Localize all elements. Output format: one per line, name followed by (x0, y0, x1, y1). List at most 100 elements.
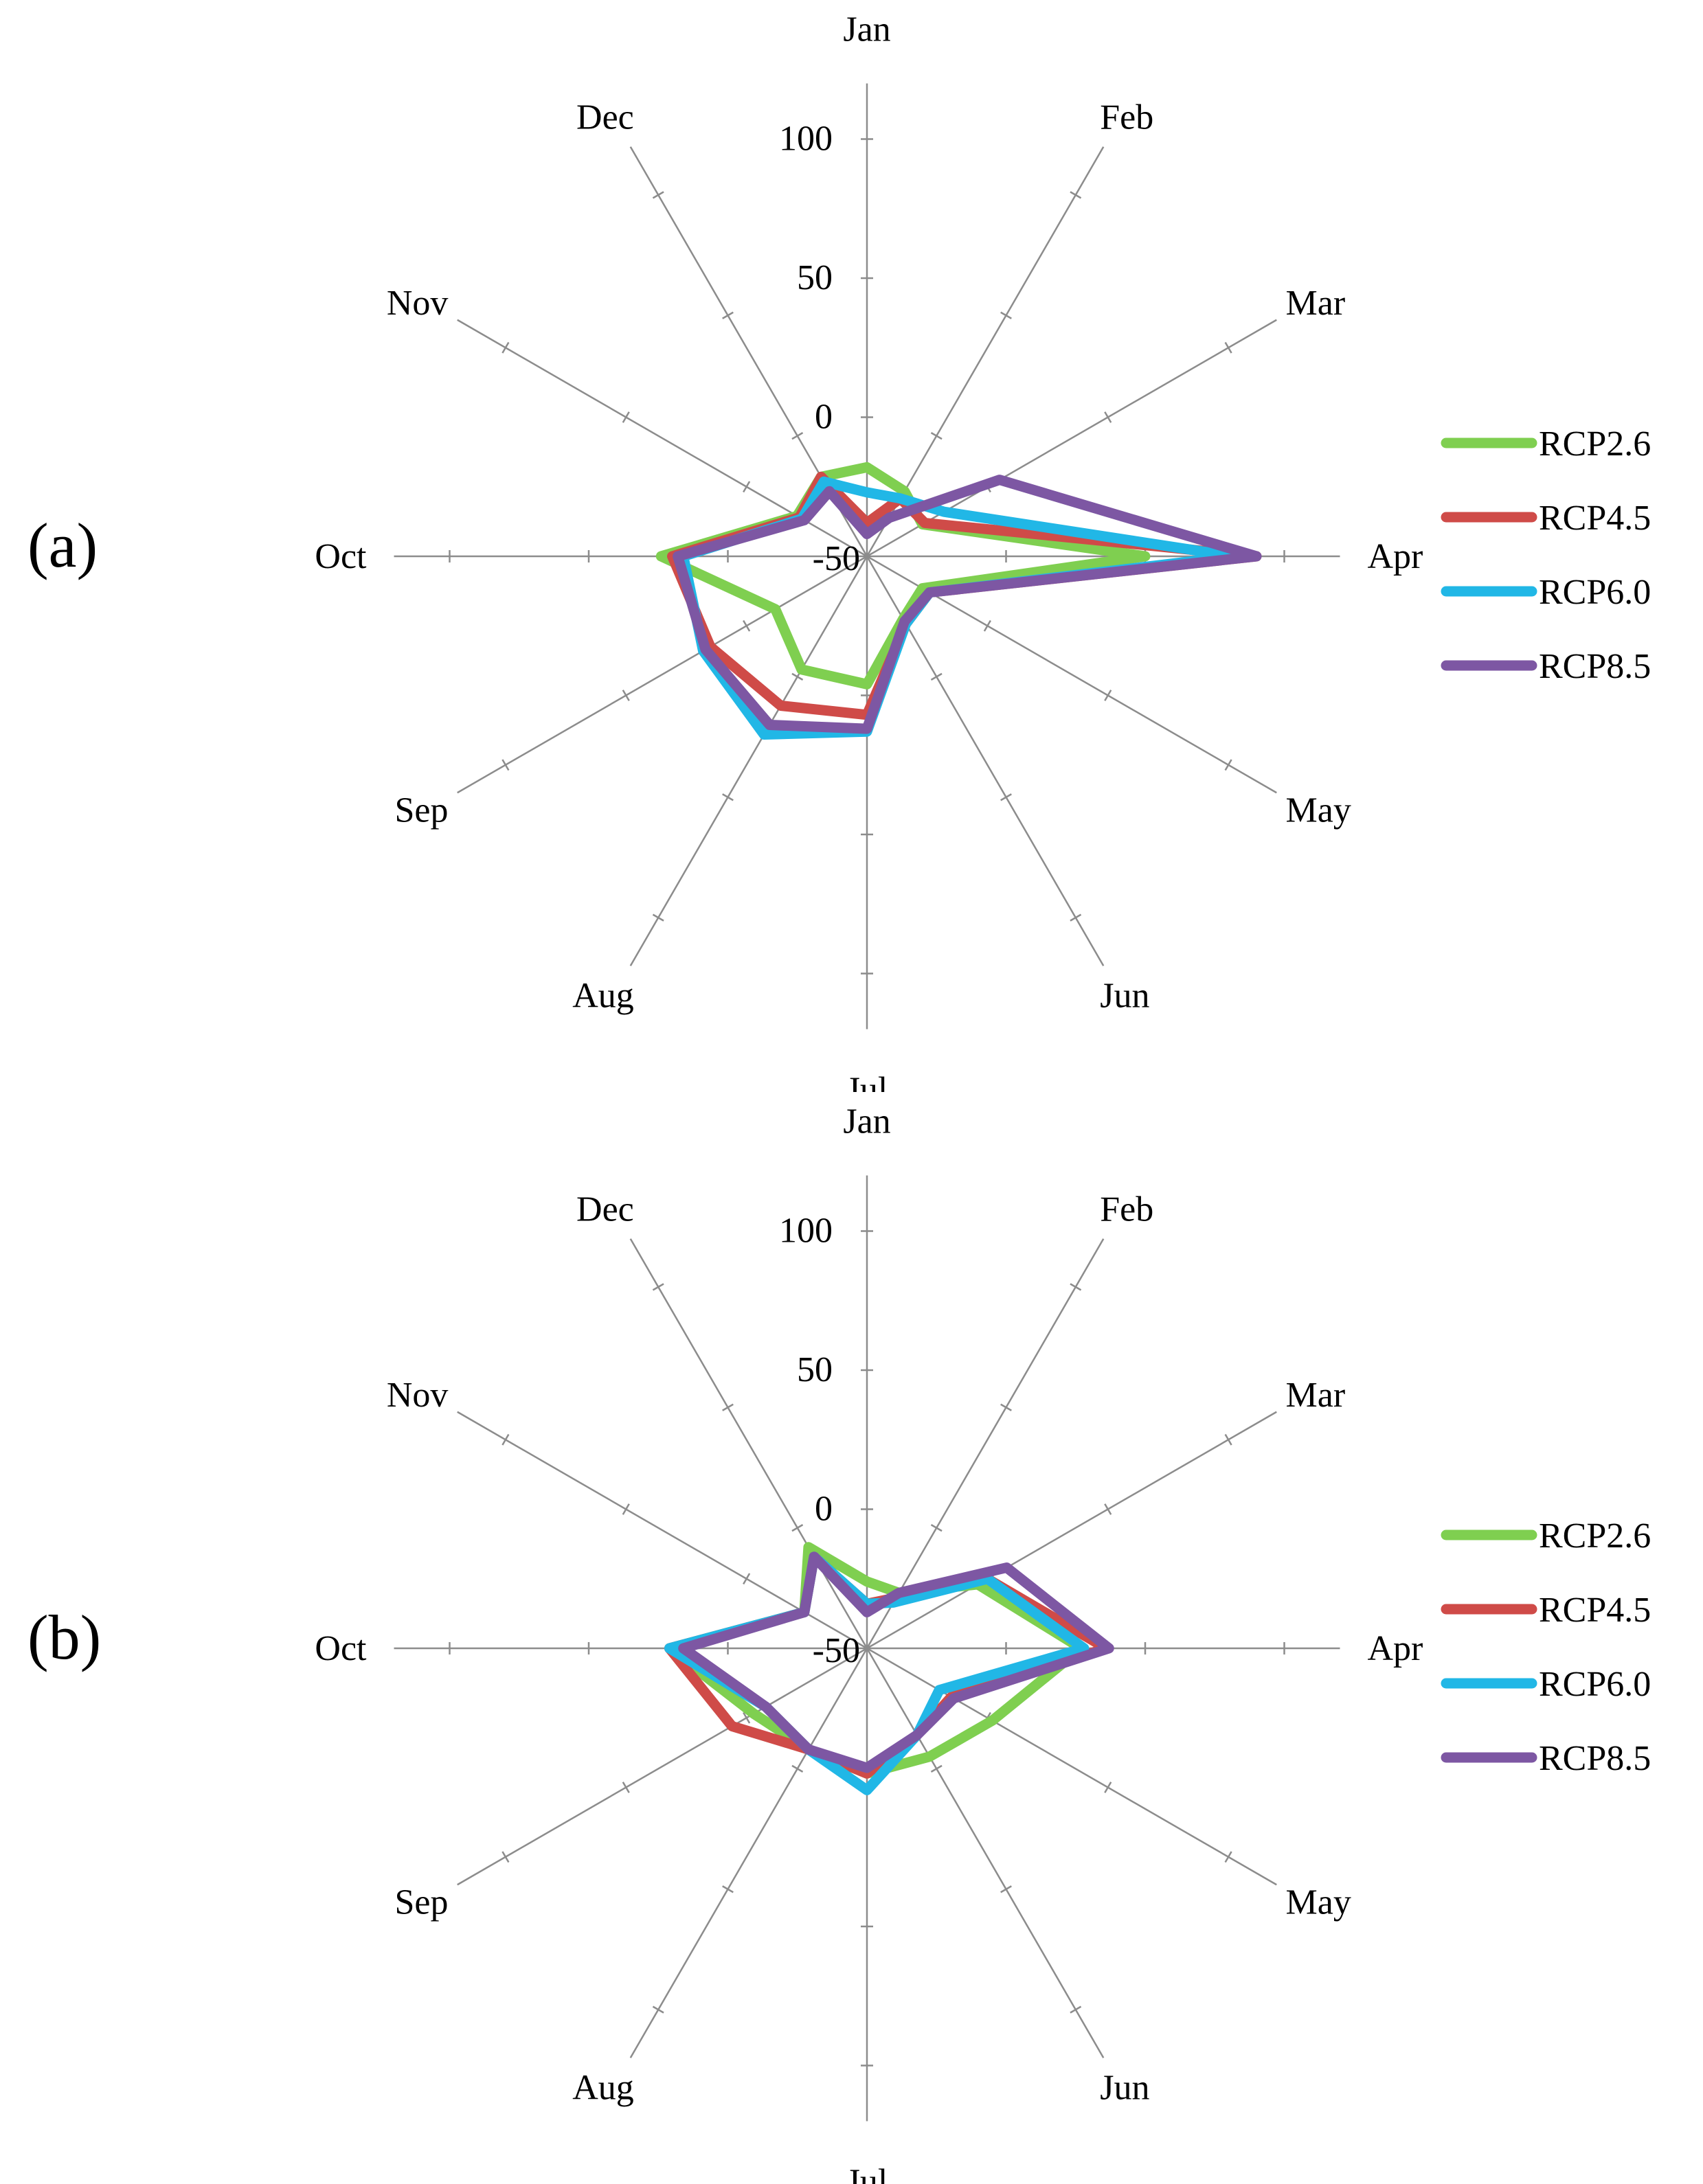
month-label-may: May (1286, 1882, 1351, 1922)
month-label-may: May (1286, 790, 1351, 830)
radar-spoke-mar (866, 319, 1277, 558)
legend-item: RCP6.0 (1441, 573, 1651, 612)
month-label-sep: Sep (394, 1882, 448, 1922)
axis-tick (652, 191, 664, 199)
series-line-rcp85 (673, 475, 1262, 734)
radar-spoke-aug (629, 556, 868, 966)
axis-tick (1224, 1433, 1232, 1446)
axis-tick (1070, 913, 1082, 922)
tick-label: 50 (797, 258, 833, 297)
month-label-dec: Dec (576, 1190, 634, 1229)
radar-spoke-sep (457, 1647, 868, 1886)
axis-tick (1070, 1283, 1082, 1291)
month-label-mar: Mar (1286, 284, 1346, 323)
axis-tick (1000, 793, 1012, 801)
axis-tick (1224, 1851, 1232, 1863)
axis-tick (791, 1524, 804, 1532)
legend-item: RCP8.5 (1441, 1739, 1651, 1778)
legend-item: RCP4.5 (1441, 1591, 1651, 1630)
axis-tick (1104, 411, 1112, 423)
radar-spoke-mar (866, 1411, 1277, 1650)
legend-item: RCP6.0 (1441, 1665, 1651, 1704)
month-label-jul: Jul (846, 2163, 888, 2184)
axis-tick (930, 1524, 943, 1532)
radar-series-group (664, 1542, 1114, 1795)
month-label-nov: Nov (387, 284, 449, 323)
month-label-mar: Mar (1286, 1376, 1346, 1415)
month-label-sep: Sep (394, 790, 448, 830)
axis-tick (930, 432, 943, 440)
legend-label: RCP8.5 (1539, 1739, 1651, 1778)
tick-label: 0 (815, 398, 833, 437)
axis-tick (501, 341, 510, 354)
axis-tick (1000, 1885, 1012, 1893)
month-label-aug: Aug (572, 2069, 634, 2108)
tick-label: -50 (813, 539, 860, 578)
radar-series-group (655, 462, 1262, 740)
axis-tick (722, 1403, 734, 1411)
axis-tick (652, 1283, 664, 1291)
axis-tick (1104, 1782, 1112, 1793)
axis-tick (722, 1885, 734, 1893)
tick-label: 100 (779, 120, 833, 159)
series-line-rcp85 (678, 1551, 1114, 1773)
axis-tick (1070, 191, 1082, 199)
axis-tick (1070, 2005, 1082, 2014)
radar-spoke-feb (866, 1238, 1105, 1649)
legend-label: RCP2.6 (1539, 1516, 1651, 1556)
radar-spoke-may (866, 1647, 1277, 1886)
tick-label: 0 (815, 1490, 833, 1529)
legend-label: RCP6.0 (1539, 573, 1651, 612)
axis-tick (743, 481, 751, 493)
legend-item: RCP8.5 (1441, 647, 1651, 686)
axis-tick (652, 2005, 664, 2014)
month-label-feb: Feb (1100, 1190, 1153, 1229)
axis-tick (1000, 311, 1012, 319)
axis-tick (743, 1573, 751, 1585)
legend-item: RCP2.6 (1441, 1516, 1651, 1556)
legend-label: RCP6.0 (1539, 1665, 1651, 1704)
month-label-aug: Aug (572, 977, 634, 1016)
month-label-jan: Jan (843, 1102, 890, 1141)
panel-label: (a) (27, 510, 98, 580)
axis-tick (501, 1851, 510, 1863)
axis-tick (722, 793, 734, 801)
radar-spoke-aug (629, 1648, 868, 2058)
month-label-jun: Jun (1100, 977, 1149, 1016)
axis-tick (722, 311, 734, 319)
month-label-oct: Oct (315, 537, 367, 576)
legend-item: RCP2.6 (1441, 424, 1651, 464)
axis-tick (501, 759, 510, 771)
axis-tick (743, 1711, 751, 1724)
axis-tick (743, 619, 751, 632)
tick-label: -50 (813, 1631, 860, 1670)
month-label-nov: Nov (387, 1376, 449, 1415)
month-label-jan: Jan (843, 10, 890, 49)
tick-label: 50 (797, 1350, 833, 1389)
radar-ring-labels: 100 50 0 -50 (779, 120, 860, 579)
axis-tick (1224, 341, 1232, 354)
month-label-apr: Apr (1368, 1629, 1423, 1668)
legend-label: RCP4.5 (1539, 1591, 1651, 1630)
radar-spokes (394, 1175, 1340, 2122)
axis-tick (622, 411, 630, 423)
axis-tick (622, 690, 630, 701)
month-label-jun: Jun (1100, 2069, 1149, 2108)
axis-tick (622, 1782, 630, 1793)
month-label-feb: Feb (1100, 98, 1153, 137)
radar-spoke-jun (866, 1648, 1105, 2058)
axis-tick (1104, 690, 1112, 701)
legend-label: RCP8.5 (1539, 647, 1651, 686)
month-label-jul: Jul (846, 1071, 888, 1093)
axis-tick (930, 1764, 943, 1773)
legend-label: RCP4.5 (1539, 499, 1651, 538)
